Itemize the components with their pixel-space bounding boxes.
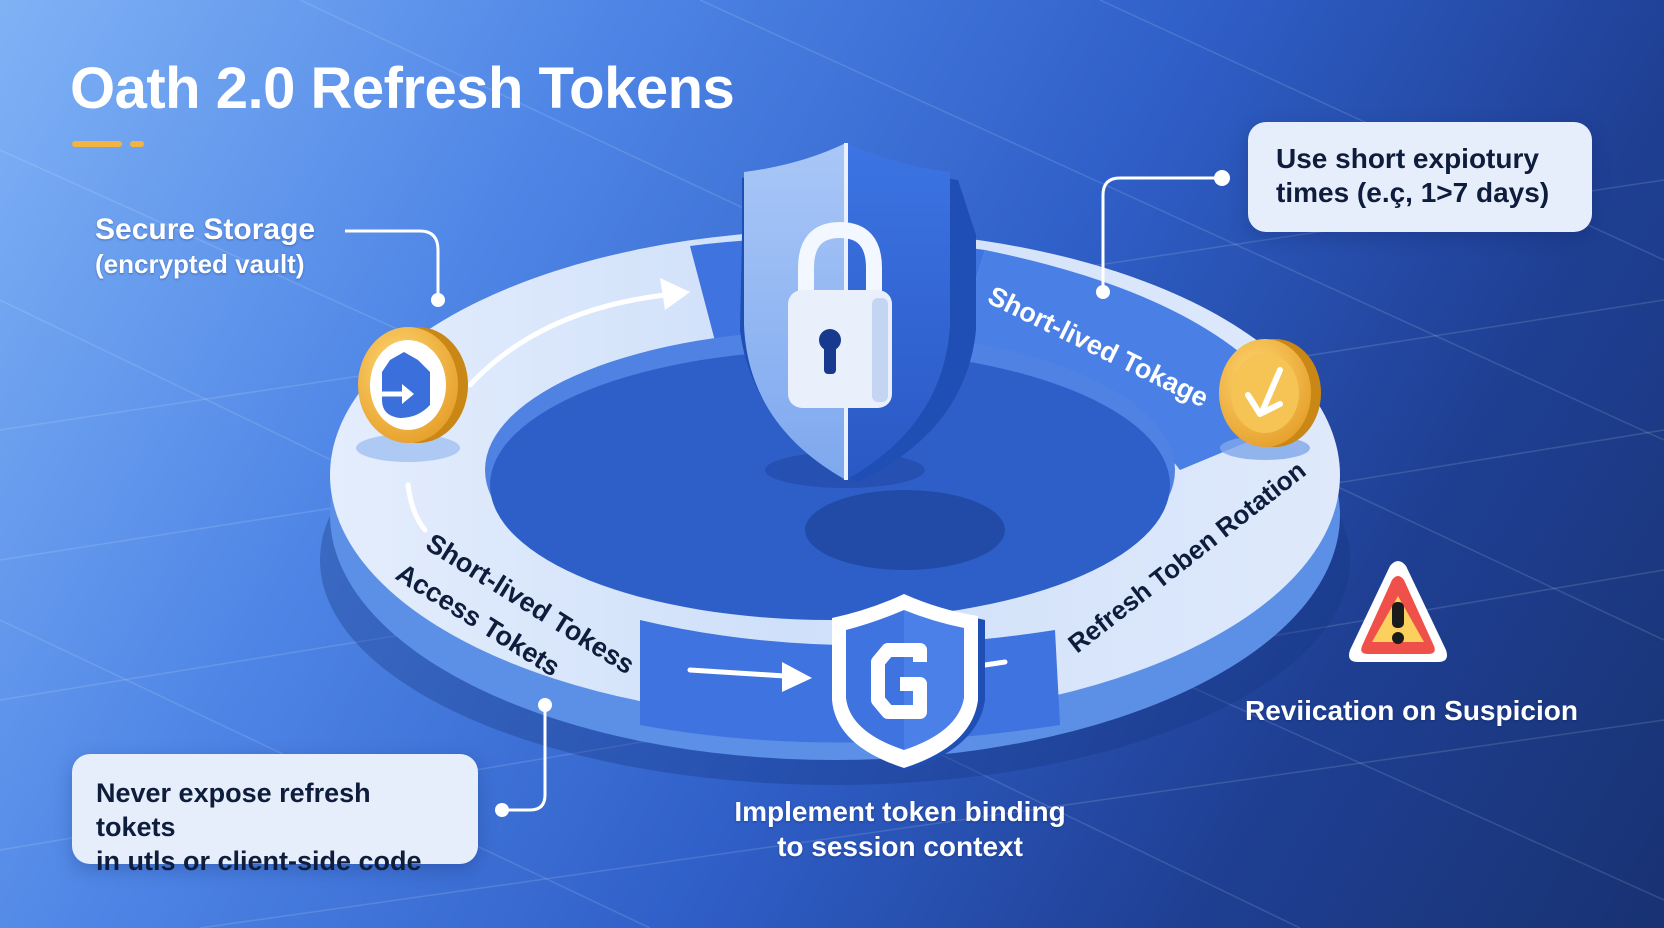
ring-segment-right bbox=[950, 250, 1300, 470]
connector-dot-expiry bbox=[1096, 285, 1110, 299]
shield-lock-icon bbox=[740, 143, 976, 488]
ring-hole-shadow bbox=[805, 490, 1005, 570]
title-underline-short bbox=[130, 141, 144, 147]
storage-label-line2: (encrypted vault) bbox=[95, 249, 305, 279]
storage-coin-icon bbox=[356, 327, 468, 462]
expose-line1: Never expose refresh tokets bbox=[96, 778, 371, 842]
warning-icon bbox=[1349, 561, 1447, 662]
connector-dot-expose bbox=[495, 803, 509, 817]
binding-label: Implement token binding to session conte… bbox=[700, 794, 1100, 864]
flow-arrow-top bbox=[467, 292, 668, 388]
expiry-line1: Use short expiotury bbox=[1276, 143, 1539, 174]
revocation-label: Reviication on Suspicion bbox=[1245, 695, 1578, 726]
binding-line1: Implement token binding bbox=[734, 796, 1066, 827]
flow-arrow-bottom bbox=[687, 667, 788, 679]
connector-dot-storage bbox=[431, 293, 445, 307]
flow-arrow-top-head bbox=[660, 278, 690, 310]
flow-dash-left bbox=[405, 482, 428, 533]
title-underline-long bbox=[72, 141, 122, 147]
refresh-coin-icon bbox=[1219, 339, 1321, 460]
connector-dot-expose-top bbox=[538, 698, 552, 712]
ring-hole bbox=[490, 350, 1170, 620]
connector-storage bbox=[345, 229, 440, 300]
page-title: Oath 2.0 Refresh Tokens bbox=[70, 56, 735, 121]
expose-line2: in utls or client-side code bbox=[96, 846, 422, 876]
binding-shield-icon bbox=[832, 594, 985, 770]
flow-arrow-bottom-head bbox=[782, 662, 812, 692]
expiry-callout: Use short expiotury times (e.ç, 1>7 days… bbox=[1248, 122, 1592, 232]
expiry-line2: times (e.ç, 1>7 days) bbox=[1276, 177, 1550, 208]
connector-expose bbox=[502, 705, 547, 812]
connector-expiry bbox=[1101, 176, 1222, 292]
flow-dash-bottom bbox=[982, 659, 1008, 668]
storage-label: Secure Storage (encrypted vault) bbox=[95, 212, 315, 280]
expose-callout: Never expose refresh tokets in utls or c… bbox=[72, 754, 478, 876]
binding-line2: to session context bbox=[777, 831, 1023, 862]
connector-dot-expiry-start bbox=[1214, 170, 1230, 186]
storage-label-line1: Secure Storage bbox=[95, 213, 316, 246]
